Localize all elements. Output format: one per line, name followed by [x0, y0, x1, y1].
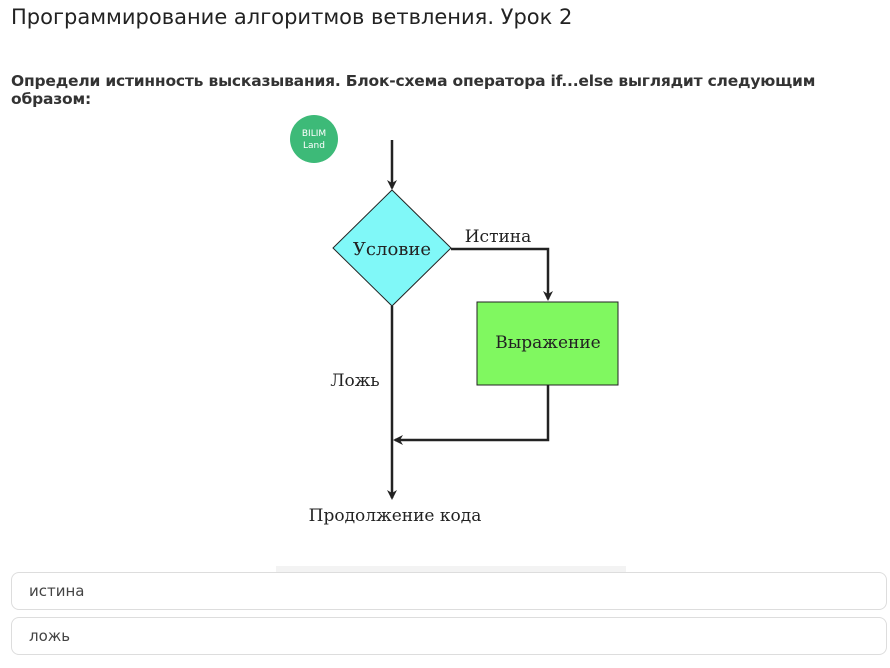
- divider: [276, 566, 626, 572]
- flowchart-diagram: BILIM Land Условие Истина Выражение Ложь…: [290, 115, 619, 526]
- question-text: Определи истинность высказывания. Блок-с…: [11, 72, 816, 108]
- condition-label: Условие: [353, 239, 431, 260]
- page-title: Программирование алгоритмов ветвления. У…: [11, 5, 573, 29]
- expression-label: Выражение: [495, 333, 600, 353]
- answer-option-false[interactable]: ложь: [11, 617, 887, 655]
- bilim-land-logo: BILIM Land: [290, 115, 338, 163]
- continue-label: Продолжение кода: [309, 506, 482, 526]
- true-label: Истина: [465, 227, 532, 247]
- merge-arrow: [393, 385, 550, 445]
- svg-text:Land: Land: [303, 141, 325, 151]
- svg-text:BILIM: BILIM: [302, 129, 326, 139]
- answer-option-true[interactable]: истина: [11, 572, 887, 610]
- true-arrow: [451, 247, 553, 301]
- false-label: Ложь: [330, 371, 379, 391]
